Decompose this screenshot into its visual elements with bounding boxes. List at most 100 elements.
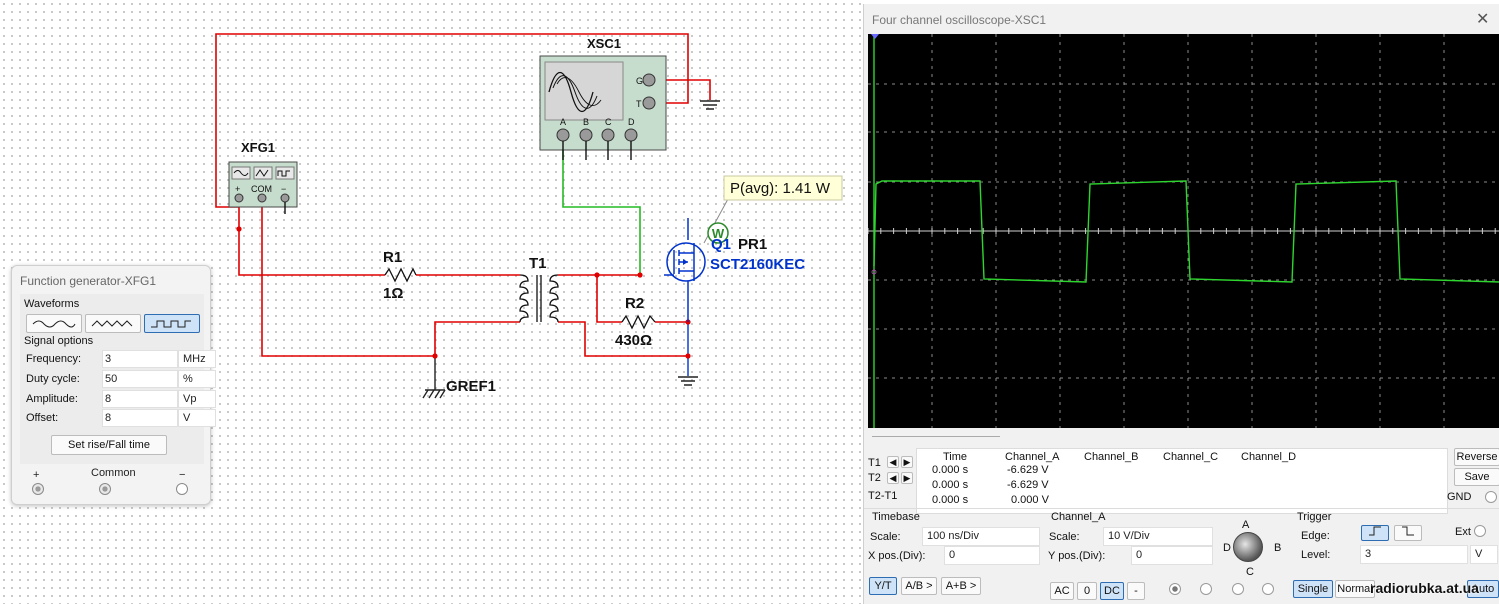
- save-button[interactable]: Save: [1454, 468, 1499, 486]
- cursor-marker-icon: [871, 34, 879, 39]
- scope-ports: [556, 73, 656, 142]
- auto-button[interactable]: Auto: [1467, 580, 1499, 598]
- xpos-field[interactable]: 0: [944, 546, 1040, 565]
- function-generator-window[interactable]: Function generator-XFG1 Waveforms Signal…: [11, 265, 216, 505]
- scope-port-a-label: A: [560, 117, 566, 127]
- minus-terminal-label: −: [179, 469, 186, 481]
- r2-value: 430Ω: [615, 332, 652, 349]
- t2-left-arrow-icon[interactable]: ◀: [887, 472, 899, 484]
- q1-label: Q1: [711, 236, 731, 253]
- t1-left-arrow-icon[interactable]: ◀: [887, 456, 899, 468]
- generator-label: XFG1: [241, 140, 275, 155]
- square-wave-button[interactable]: [144, 314, 200, 333]
- oscilloscope-title: Four channel oscilloscope-XSC1: [872, 13, 1047, 27]
- level-field[interactable]: 3: [1360, 545, 1468, 564]
- level-unit[interactable]: V: [1470, 545, 1498, 564]
- r1-symbol: [384, 267, 417, 283]
- common-terminal[interactable]: [99, 483, 111, 495]
- scope-component[interactable]: [539, 55, 667, 151]
- ab-button[interactable]: A/B >: [901, 577, 937, 595]
- ext-label: Ext: [1455, 526, 1471, 538]
- frequency-field[interactable]: 3: [102, 350, 178, 368]
- channel-b-radio[interactable]: [1200, 583, 1212, 595]
- duty-cycle-unit[interactable]: %: [178, 370, 216, 388]
- t2-t1-time: 0.000 s: [932, 494, 969, 506]
- scope-port-g-label: G: [636, 76, 643, 86]
- scope-port-d-label: D: [628, 117, 635, 127]
- junctions: [236, 226, 691, 359]
- sine-wave-button[interactable]: [26, 314, 82, 333]
- t1-right-arrow-icon[interactable]: ▶: [901, 456, 913, 468]
- ac-button[interactable]: AC: [1050, 582, 1074, 600]
- frequency-row: Frequency: 3 MHz: [26, 350, 216, 368]
- knob-label-a: A: [1242, 519, 1250, 531]
- schematic-canvas[interactable]: W P(avg): 1.41 W XSC1 G T A B C D: [0, 0, 862, 604]
- function-generator-component[interactable]: [228, 161, 298, 208]
- channel-a-radio[interactable]: [1169, 583, 1181, 595]
- gref-ground-icon: [422, 356, 446, 399]
- offset-field[interactable]: 8: [102, 409, 178, 427]
- t1-time: 0.000 s: [932, 464, 969, 476]
- duty-cycle-field[interactable]: 50: [102, 370, 178, 388]
- minus-button[interactable]: -: [1127, 582, 1145, 600]
- plus-terminal[interactable]: [32, 483, 44, 495]
- scope-ground-icon: [700, 100, 720, 110]
- r2-label: R2: [625, 295, 644, 312]
- gen-port-minus-label: −: [281, 184, 286, 194]
- sine-wave-icon: [32, 320, 76, 327]
- channel-selector-knob[interactable]: [1233, 532, 1263, 562]
- scope-port-t-label: T: [636, 99, 642, 109]
- scope-display[interactable]: [867, 34, 1499, 428]
- level-label: Level:: [1301, 549, 1331, 561]
- t2-right-arrow-icon[interactable]: ▶: [901, 472, 913, 484]
- close-icon[interactable]: ✕: [1476, 11, 1490, 28]
- single-button[interactable]: Single: [1293, 580, 1333, 598]
- header-channel-c: Channel_C: [1163, 451, 1219, 463]
- timebase-label: Timebase: [872, 511, 920, 523]
- triangle-wave-button[interactable]: [85, 314, 141, 333]
- falling-edge-button[interactable]: [1394, 525, 1422, 541]
- watermark: radiorubka.at.ua: [1370, 580, 1479, 596]
- amplitude-label: Amplitude:: [26, 393, 78, 405]
- channel-scale-field[interactable]: 10 V/Div: [1103, 527, 1213, 546]
- scope-port-c-label: C: [605, 117, 612, 127]
- zero-button[interactable]: 0: [1077, 582, 1097, 600]
- fg-title: Function generator-XFG1: [20, 274, 157, 288]
- frequency-unit[interactable]: MHz: [178, 350, 216, 368]
- timebase-scale-field[interactable]: 100 ns/Div: [922, 527, 1040, 546]
- header-channel-a: Channel_A: [1005, 451, 1060, 463]
- ypos-field[interactable]: 0: [1131, 546, 1213, 565]
- rising-edge-button[interactable]: [1361, 525, 1389, 541]
- t2-label: T2: [868, 472, 881, 484]
- gref-label: GREF1: [446, 378, 496, 395]
- amplitude-field[interactable]: 8: [102, 390, 178, 408]
- oscilloscope-window[interactable]: Four channel oscilloscope-XSC1 ✕ T1 T2: [863, 4, 1499, 604]
- channel-d-radio[interactable]: [1262, 583, 1274, 595]
- dc-button[interactable]: DC: [1100, 582, 1124, 600]
- channel-a-trace: [873, 180, 1499, 283]
- knob-label-c: C: [1246, 566, 1254, 578]
- amplitude-unit[interactable]: Vp: [178, 390, 216, 408]
- scope-label: XSC1: [587, 36, 621, 51]
- yt-button[interactable]: Y/T: [869, 577, 897, 595]
- gnd-terminal[interactable]: [1485, 491, 1497, 503]
- trigger-label: Trigger: [1297, 511, 1332, 523]
- waveforms-label: Waveforms: [24, 298, 80, 310]
- separator: [864, 508, 1499, 509]
- a-plus-b-button[interactable]: A+B >: [941, 577, 981, 595]
- wires: [215, 33, 711, 357]
- mosfet-symbol: [664, 218, 706, 322]
- ypos-label: Y pos.(Div):: [1048, 550, 1106, 562]
- reverse-button[interactable]: Reverse: [1454, 448, 1499, 466]
- triangle-wave-icon: [91, 319, 133, 327]
- channel-c-radio[interactable]: [1232, 583, 1244, 595]
- ext-trigger-terminal[interactable]: [1474, 525, 1486, 537]
- t1-channel-a: -6.629 V: [1007, 464, 1049, 476]
- offset-label: Offset:: [26, 412, 59, 424]
- normal-button[interactable]: Normal: [1335, 580, 1375, 598]
- scope-scrollbar[interactable]: [872, 436, 1000, 437]
- set-rise-fall-button[interactable]: Set rise/Fall time: [51, 435, 167, 455]
- frequency-label: Frequency:: [26, 353, 82, 365]
- minus-terminal[interactable]: [176, 483, 188, 495]
- offset-unit[interactable]: V: [178, 409, 216, 427]
